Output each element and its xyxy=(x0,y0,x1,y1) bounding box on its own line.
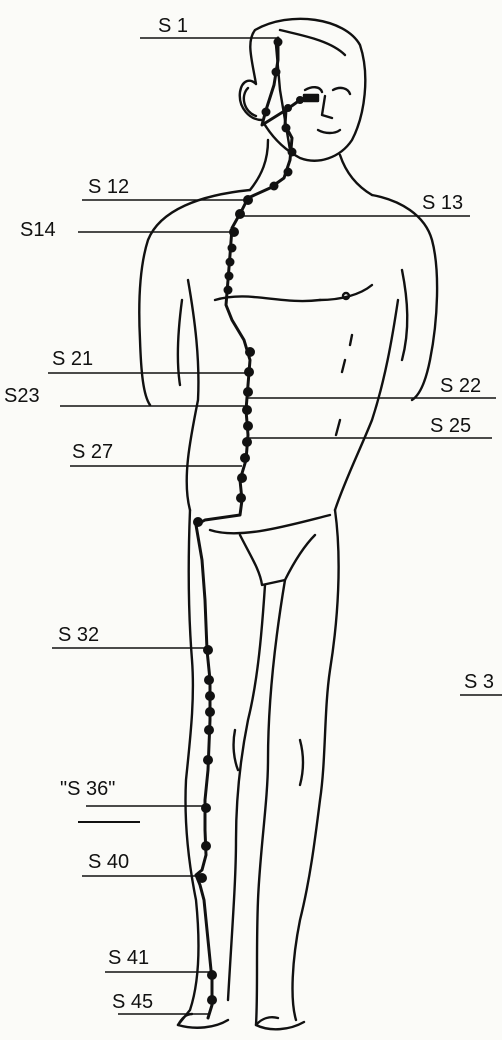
label-s23: S23 xyxy=(4,385,40,407)
label-s21: S 21 xyxy=(52,348,93,370)
label-s1: S 1 xyxy=(158,15,188,37)
label-s40: S 40 xyxy=(88,851,129,873)
label-s36: "S 36" xyxy=(60,778,115,800)
right-leg xyxy=(256,580,304,1029)
meridian-points xyxy=(193,38,304,1006)
label-s45: S 45 xyxy=(112,991,153,1013)
label-s3-cut: S 3 xyxy=(464,671,494,693)
label-s41: S 41 xyxy=(108,947,149,969)
label-s27: S 27 xyxy=(72,441,113,463)
meridian-path xyxy=(196,38,300,1018)
label-s14: S14 xyxy=(20,219,56,241)
label-s32: S 32 xyxy=(58,624,99,646)
label-s12: S 12 xyxy=(88,176,129,198)
label-s22: S 22 xyxy=(440,375,481,397)
label-s25: S 25 xyxy=(430,415,471,437)
label-s13: S 13 xyxy=(422,192,463,214)
